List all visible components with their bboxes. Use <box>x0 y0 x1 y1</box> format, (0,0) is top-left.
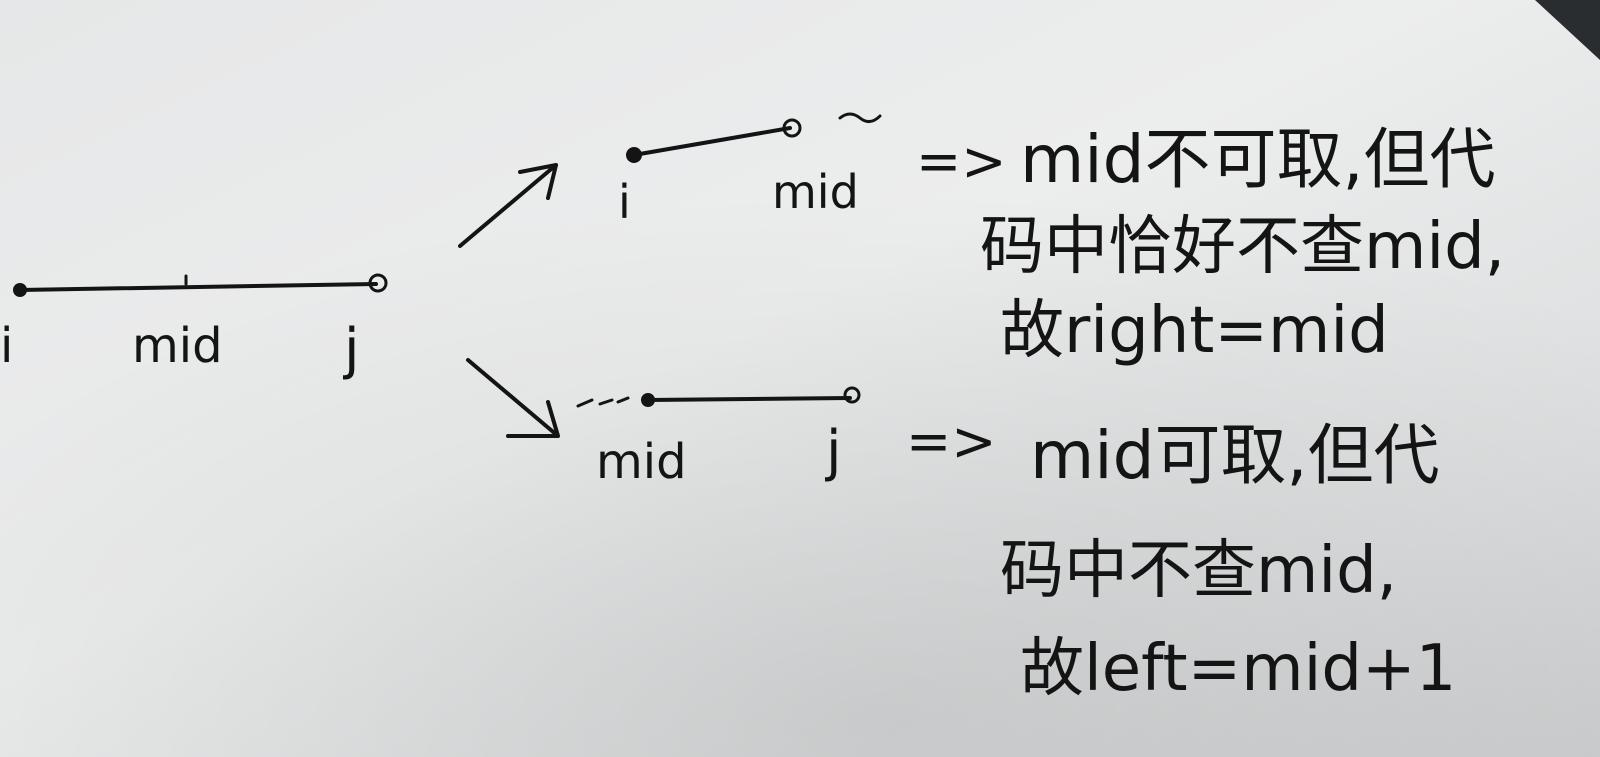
lower-left-endpoint <box>641 393 655 407</box>
main-right-endpoint <box>368 273 388 293</box>
lower-branch: mid j => mid可取,但代 码中不查mid, 故left=mid+1 <box>576 386 1456 706</box>
upper-label-i: i <box>618 175 631 229</box>
lower-note-line-2: 码中不查mid, <box>1000 534 1397 608</box>
main-segment-line <box>18 282 378 292</box>
lower-implies-arrow: => <box>906 410 997 473</box>
arrow-up-icon <box>458 163 558 248</box>
main-label-mid: mid <box>132 318 223 374</box>
main-segment: i mid j <box>0 273 388 382</box>
upper-implies-arrow: => <box>916 130 1007 193</box>
table-edge <box>1535 0 1600 60</box>
upper-branch: i mid => mid不可取,但代 码中恰好不查mid, 故right=mid <box>618 112 1505 368</box>
lower-note-line-3: 故left=mid+1 <box>1020 632 1456 706</box>
upper-segment-line <box>632 126 792 157</box>
main-label-i: i <box>0 318 13 374</box>
upper-note-line-2: 码中恰好不查mid, <box>980 210 1505 284</box>
lower-label-mid: mid <box>596 434 687 490</box>
upper-label-mid: mid <box>772 165 859 219</box>
lower-dash-mark <box>576 396 630 408</box>
lower-label-j: j <box>824 419 842 484</box>
main-left-endpoint <box>13 283 27 297</box>
upper-left-endpoint <box>626 147 642 163</box>
main-label-j: j <box>342 317 360 382</box>
arrow-down-icon <box>466 358 560 438</box>
upper-right-endpoint <box>782 118 802 138</box>
lower-right-endpoint <box>843 386 861 404</box>
lower-note-line-1: mid可取,但代 <box>1030 417 1440 494</box>
upper-note-line-3: 故right=mid <box>1000 294 1389 368</box>
lower-segment-line <box>646 396 852 402</box>
branch-arrows <box>458 163 560 438</box>
upper-note-line-1: mid不可取,但代 <box>1020 121 1496 198</box>
upper-tilde-mark <box>838 112 882 123</box>
